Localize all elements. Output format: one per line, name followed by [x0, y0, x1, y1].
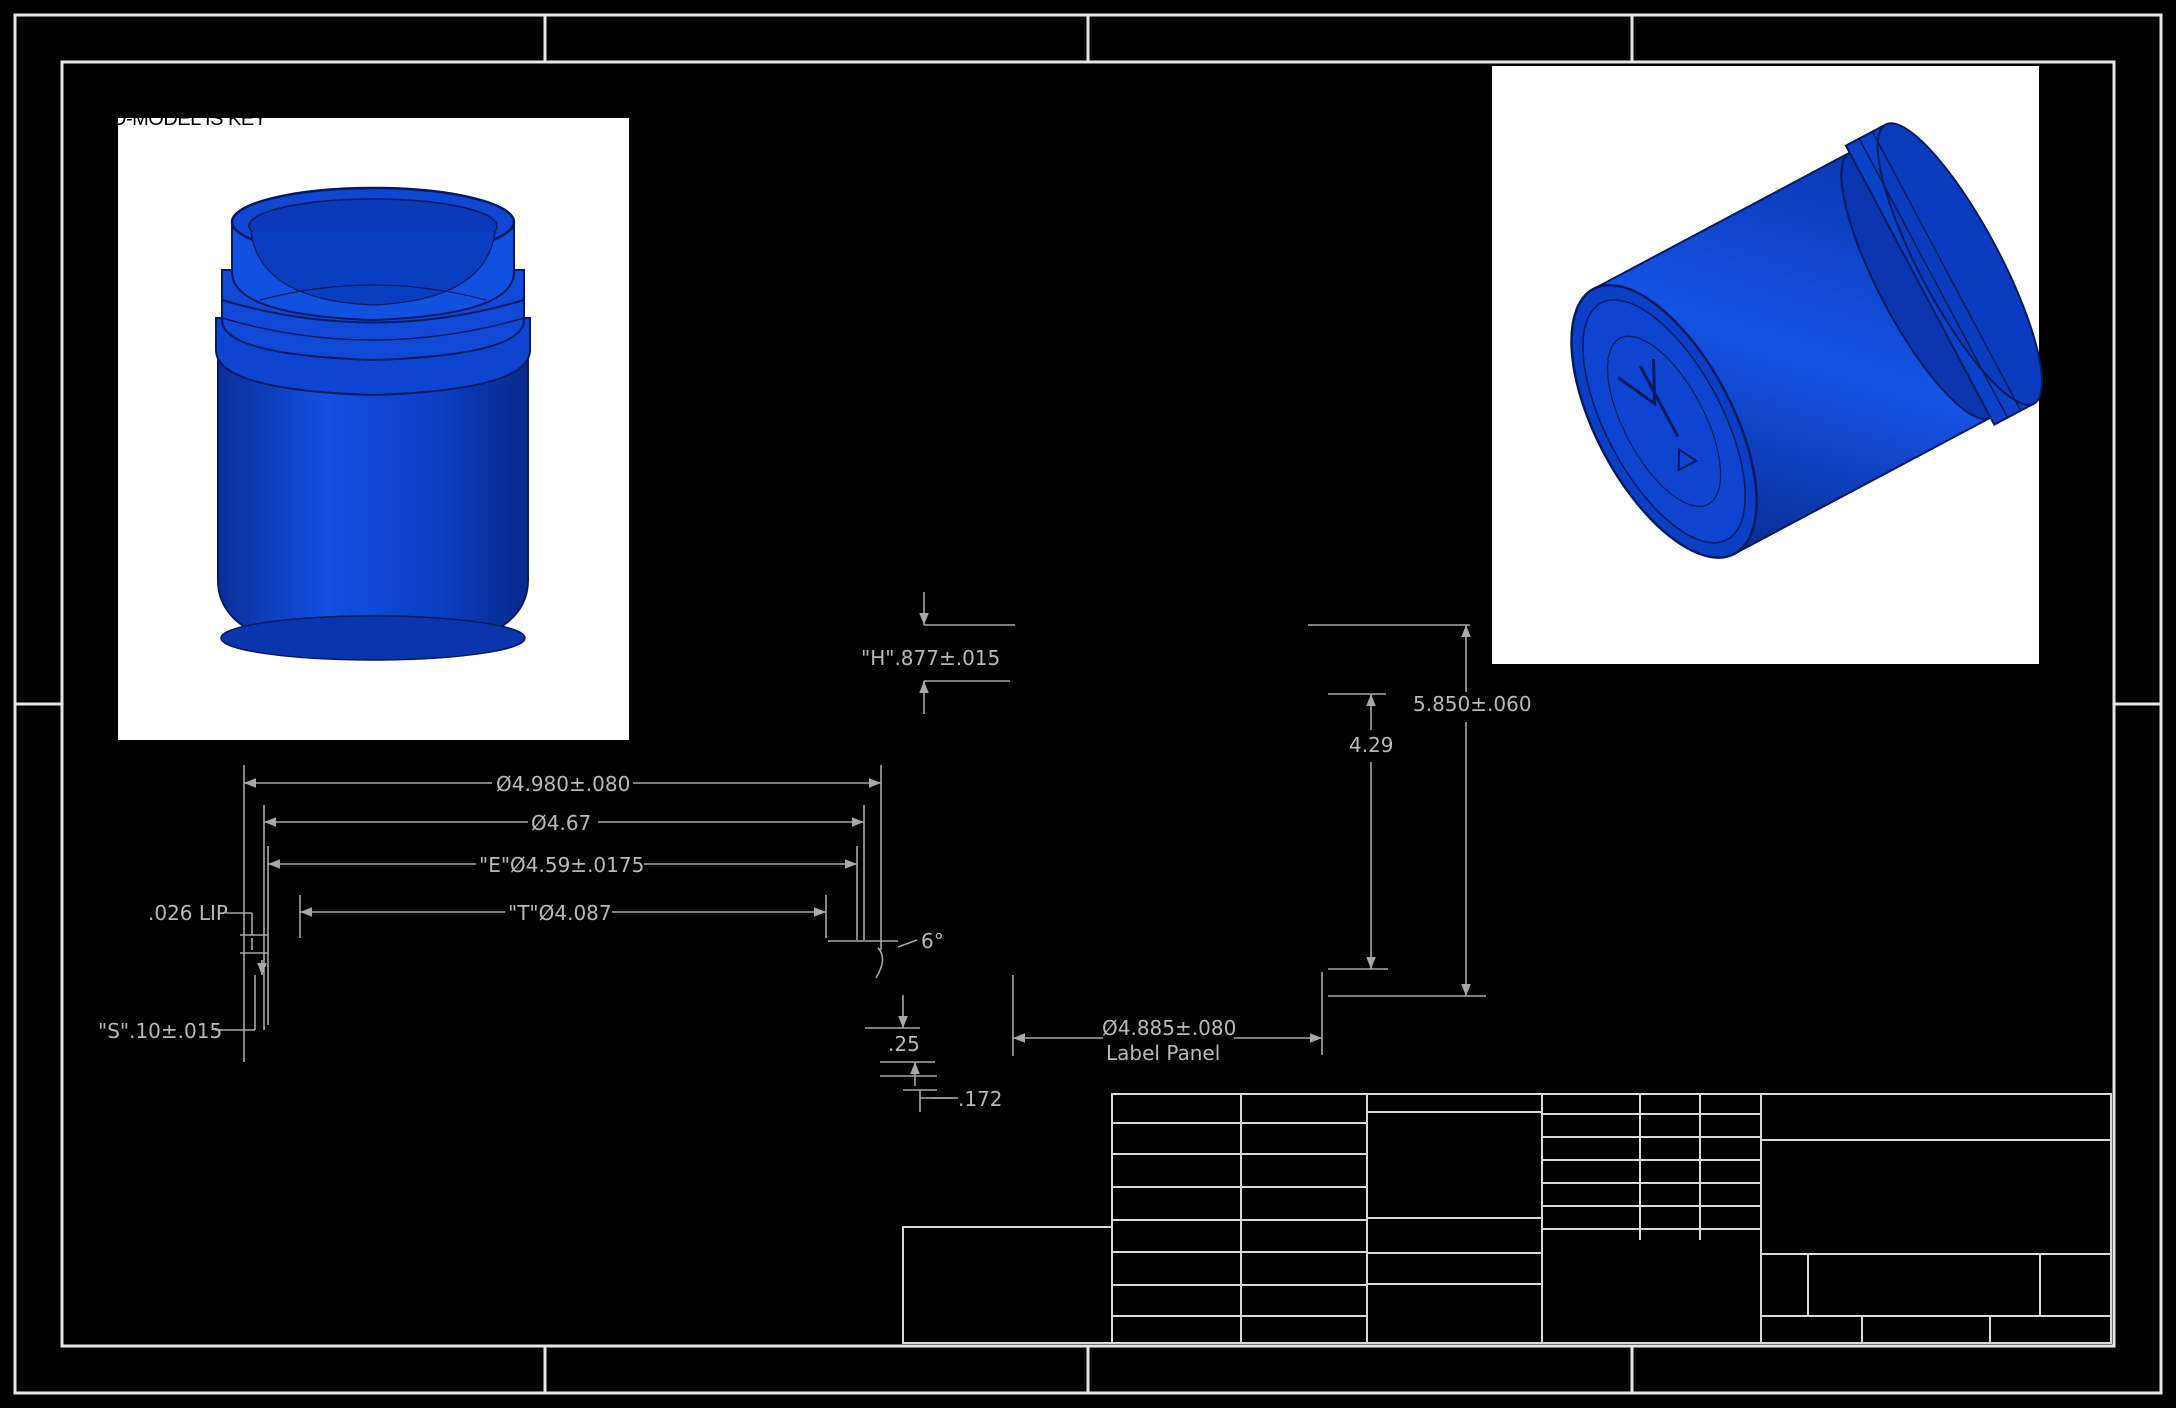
jar-render-upright: [118, 118, 629, 740]
dim-thread-pitch: .25: [888, 1032, 920, 1056]
dimension-labels: "H".877±.015 5.850±.060 4.29 Ø4.980±.080…: [98, 646, 1532, 1111]
sheet-border: [13, 13, 2163, 1395]
dim-label-panel-dia: Ø4.885±.080: [1102, 1016, 1236, 1040]
dim-body-height: 4.29: [1349, 733, 1394, 757]
model-caption: D-MODEL IS KEY: [112, 108, 267, 130]
dim-angle: 6°: [921, 929, 944, 953]
jar-render-bottom: [1492, 66, 2043, 664]
dim-lip: .026 LIP: [148, 901, 228, 925]
dim-t: "T"Ø4.087: [508, 901, 612, 925]
dim-h: "H".877±.015: [861, 646, 1000, 670]
dim-s: "S".10±.015: [98, 1019, 222, 1043]
dimension-lines: [215, 592, 1486, 1112]
dim-label-panel-text: Label Panel: [1106, 1041, 1220, 1065]
dim-outer-dia: Ø4.980±.080: [496, 772, 630, 796]
dim-overall-height: 5.850±.060: [1413, 692, 1532, 716]
dim-e: "E"Ø4.59±.0175: [479, 853, 644, 877]
dim-467: Ø4.67: [531, 811, 591, 835]
dim-thread-depth: .172: [958, 1087, 1003, 1111]
title-block: [902, 1093, 2112, 1344]
